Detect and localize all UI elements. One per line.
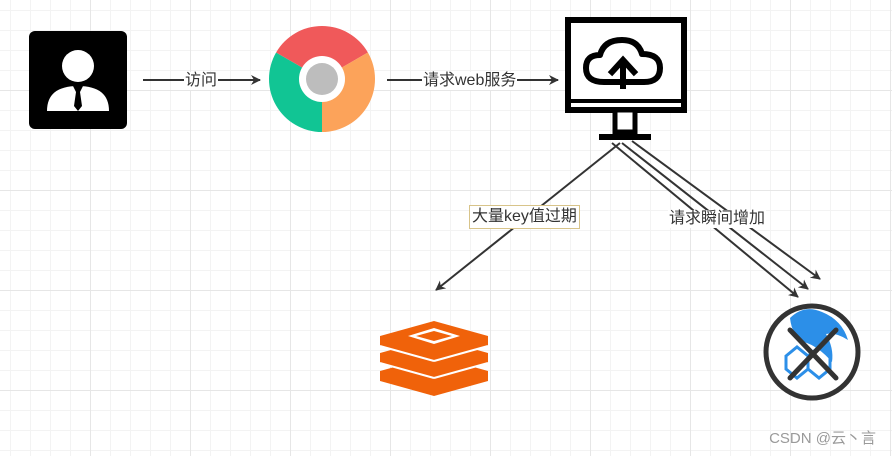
user-businessman-icon — [29, 31, 127, 129]
edge-label-request-surge: 请求瞬间增加 — [668, 210, 767, 228]
redis-icon — [379, 321, 489, 396]
chrome-browser-icon — [268, 25, 376, 132]
watermark: CSDN @云丶言 — [769, 430, 876, 447]
mysql-dolphin-down-icon — [763, 303, 861, 401]
cloud-upload-monitor-icon — [565, 17, 687, 140]
edge-label-request-web: 请求web服务 — [422, 72, 518, 90]
edge-label-key-expire: 大量key值过期 — [469, 205, 580, 229]
edge-label-visit: 访问 — [184, 72, 219, 90]
